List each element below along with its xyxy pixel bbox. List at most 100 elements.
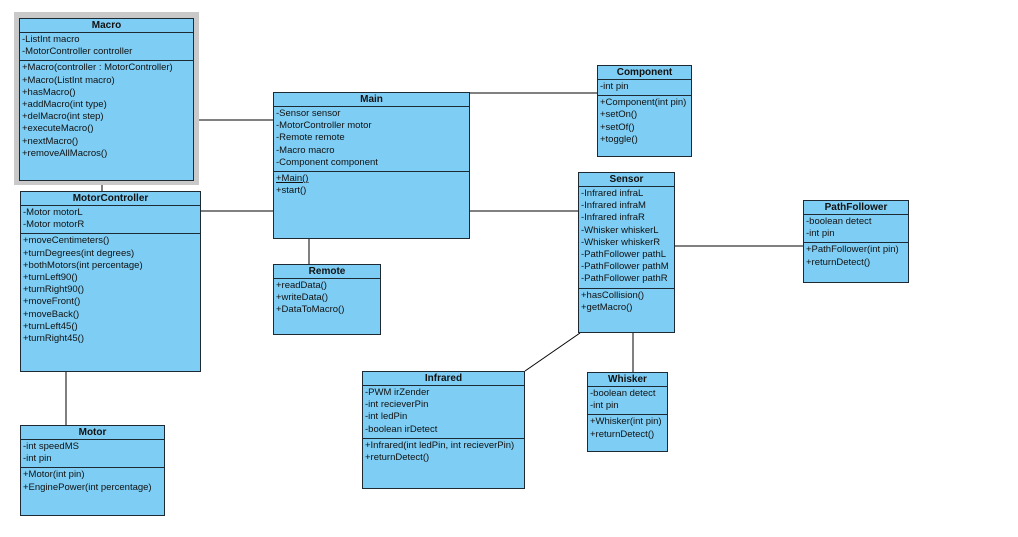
operation[interactable]: +delMacro(int step) [22, 111, 104, 123]
operations-section: +Component(int pin) +setOn() +setOf() +t… [598, 96, 691, 148]
attribute[interactable]: -int ledPin [365, 411, 408, 423]
class-name: Whisker [588, 373, 667, 387]
operation[interactable]: +returnDetect() [806, 256, 871, 268]
operation[interactable]: +setOn() [600, 109, 638, 121]
operation[interactable]: +Macro(controller : MotorController) [22, 62, 173, 74]
operation[interactable]: +turnLeft45() [23, 320, 78, 332]
class-name: Remote [274, 265, 380, 279]
operation[interactable]: +getMacro() [581, 301, 633, 313]
operation[interactable]: +turnRight45() [23, 332, 84, 344]
attribute[interactable]: -int recieverPin [365, 399, 429, 411]
class-name: Main [274, 93, 469, 107]
operation[interactable]: +start() [276, 185, 307, 197]
operation[interactable]: +moveBack() [23, 308, 80, 320]
class-remote[interactable]: Remote +readData() +writeData() +DataToM… [273, 264, 381, 335]
attribute[interactable]: -Infrared infraL [581, 188, 644, 199]
attribute[interactable]: -boolean irDetect [365, 423, 438, 435]
operation[interactable]: +setOf() [600, 121, 635, 133]
operation[interactable]: +returnDetect() [590, 428, 655, 440]
attributes-section: -Sensor sensor -MotorController motor -R… [274, 107, 469, 172]
operation[interactable]: +executeMacro() [22, 123, 94, 135]
operation[interactable]: +Whisker(int pin) [590, 416, 662, 428]
operations-section: +Whisker(int pin) +returnDetect() [588, 415, 667, 442]
class-main[interactable]: Main -Sensor sensor -MotorController mot… [273, 92, 470, 239]
attribute[interactable]: -boolean detect [806, 216, 872, 227]
class-name: Macro [20, 19, 193, 33]
attribute[interactable]: -int pin [590, 400, 619, 412]
attribute[interactable]: -Infrared infraM [581, 200, 646, 212]
operations-section: +moveCentimeters() +turnDegrees(int degr… [21, 234, 200, 347]
attribute[interactable]: -int speedMS [23, 441, 79, 452]
operation[interactable]: +Component(int pin) [600, 97, 687, 109]
operation[interactable]: +hasMacro() [22, 86, 76, 98]
operation[interactable]: +PathFollower(int pin) [806, 244, 899, 256]
operation[interactable]: +Macro(ListInt macro) [22, 74, 115, 86]
attribute[interactable]: -Remote remote [276, 132, 345, 144]
class-infrared[interactable]: Infrared -PWM irZender -int recieverPin … [362, 371, 525, 489]
operations-section: +Motor(int pin) +EnginePower(int percent… [21, 468, 164, 495]
attribute[interactable]: -int pin [23, 453, 52, 465]
link-sensor-infrared[interactable] [524, 332, 581, 372]
operation[interactable]: +nextMacro() [22, 135, 79, 147]
operation[interactable]: +DataToMacro() [276, 304, 345, 316]
attribute[interactable]: -int pin [600, 81, 629, 92]
attribute[interactable]: -PathFollower pathR [581, 273, 668, 285]
class-name: MotorController [21, 192, 200, 206]
class-sensor[interactable]: Sensor -Infrared infraL -Infrared infraM… [578, 172, 675, 333]
attributes-section: -boolean detect -int pin [588, 387, 667, 416]
operation[interactable]: +returnDetect() [365, 451, 430, 463]
operation[interactable]: +turnDegrees(int degrees) [23, 247, 135, 259]
operation[interactable]: +bothMotors(int percentage) [23, 259, 143, 271]
attribute[interactable]: -PathFollower pathM [581, 261, 669, 273]
class-pathfollower[interactable]: PathFollower -boolean detect -int pin +P… [803, 200, 909, 283]
class-component[interactable]: Component -int pin +Component(int pin) +… [597, 65, 692, 157]
attributes-section: -int speedMS -int pin [21, 440, 164, 469]
operation[interactable]: +hasCollision() [581, 289, 645, 301]
operations-section: +Infrared(int ledPin, int recieverPin) +… [363, 439, 524, 466]
operation[interactable]: +Main() [276, 172, 309, 184]
attribute[interactable]: -MotorController motor [276, 120, 372, 132]
attributes-section: -boolean detect -int pin [804, 215, 908, 244]
operation[interactable]: +removeAllMacros() [22, 147, 108, 159]
operations-section: +Main() +start() [274, 172, 469, 199]
class-macro[interactable]: Macro -ListInt macro -MotorController co… [19, 18, 194, 181]
attribute[interactable]: -Macro macro [276, 144, 335, 156]
attributes-section: -PWM irZender -int recieverPin -int ledP… [363, 386, 524, 439]
class-name: PathFollower [804, 201, 908, 215]
attribute[interactable]: -Whisker whiskerR [581, 236, 661, 248]
class-motorcontroller[interactable]: MotorController -Motor motorL -Motor mot… [20, 191, 201, 372]
operation[interactable]: +moveFront() [23, 296, 81, 308]
class-name: Component [598, 66, 691, 80]
operation[interactable]: +Infrared(int ledPin, int recieverPin) [365, 439, 515, 451]
attribute[interactable]: -Motor motorR [23, 219, 85, 231]
operation[interactable]: +readData() [276, 280, 327, 291]
attribute[interactable]: -int pin [806, 228, 835, 240]
operation[interactable]: +turnLeft90() [23, 271, 78, 283]
class-motor[interactable]: Motor -int speedMS -int pin +Motor(int p… [20, 425, 165, 516]
attribute[interactable]: -Component component [276, 156, 378, 168]
operation[interactable]: +writeData() [276, 292, 328, 304]
attribute[interactable]: -PWM irZender [365, 387, 430, 398]
attribute[interactable]: -Sensor sensor [276, 108, 341, 119]
operations-section: +readData() +writeData() +DataToMacro() [274, 279, 380, 319]
attribute[interactable]: -Infrared infraR [581, 212, 645, 224]
class-whisker[interactable]: Whisker -boolean detect -int pin +Whiske… [587, 372, 668, 452]
operation[interactable]: +EnginePower(int percentage) [23, 481, 152, 493]
attribute[interactable]: -MotorController controller [22, 46, 133, 58]
operation[interactable]: +turnRight90() [23, 284, 84, 296]
attribute[interactable]: -PathFollower pathL [581, 248, 667, 260]
operation[interactable]: +toggle() [600, 133, 638, 145]
operation[interactable]: +addMacro(int type) [22, 98, 107, 110]
operation[interactable]: +Motor(int pin) [23, 469, 85, 481]
attribute[interactable]: -boolean detect [590, 388, 656, 399]
attributes-section: -int pin [598, 80, 691, 97]
attribute[interactable]: -ListInt macro [22, 34, 80, 45]
attribute[interactable]: -Motor motorL [23, 207, 83, 218]
operation[interactable]: +moveCentimeters() [23, 235, 110, 247]
operations-section: +PathFollower(int pin) +returnDetect() [804, 243, 908, 270]
class-name: Infrared [363, 372, 524, 386]
class-name: Sensor [579, 173, 674, 187]
attribute[interactable]: -Whisker whiskerL [581, 224, 659, 236]
